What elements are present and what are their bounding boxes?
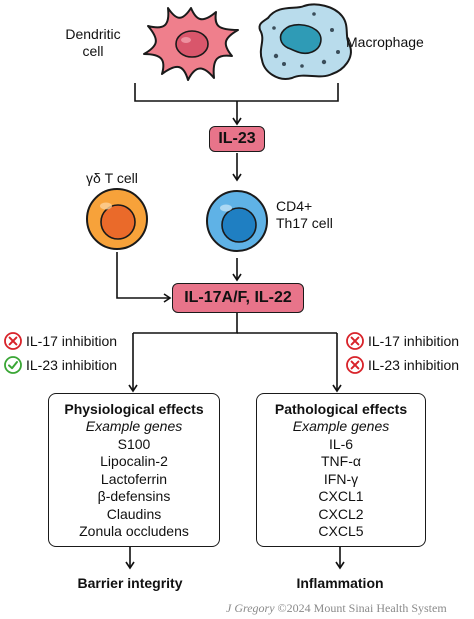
- gene-item: β-defensins: [97, 488, 171, 504]
- gene-item: IFN-γ: [323, 470, 359, 487]
- left-status-il17-text: IL-17 inhibition: [26, 333, 118, 349]
- red-x-icon: [346, 332, 364, 350]
- physiological-subtitle: Example genes: [85, 418, 183, 434]
- right-status-il17: IL-17 inhibition: [346, 331, 459, 351]
- gamma-delta-t-cell-icon: [86, 188, 148, 250]
- branch-split: [133, 313, 238, 334]
- gene-item: CXCL2: [318, 505, 364, 522]
- left-status-il17: IL-17 inhibition: [4, 331, 117, 351]
- gamma-delta-t-cell-label: γδ T cell: [86, 170, 138, 186]
- gene-item: CXCL1: [318, 488, 364, 504]
- physiological-effects-box: Physiological effects Example genes S100…: [48, 393, 220, 547]
- green-check-icon: [4, 356, 22, 374]
- dendritic-cell-icon: [143, 7, 239, 81]
- arrow-gdt-to-il17: [116, 252, 172, 303]
- pathological-title: Pathological effects: [274, 401, 408, 417]
- red-x-icon: [4, 332, 22, 350]
- left-status-il23-text: IL-23 inhibition: [26, 357, 118, 373]
- top-bracket: [134, 83, 339, 102]
- credit-author: J Gregory: [226, 601, 275, 615]
- right-status-il17-text: IL-17 inhibition: [368, 333, 460, 349]
- gene-item: Zonula occludens: [79, 523, 189, 539]
- dendritic-cell-label: Dendritic cell: [65, 26, 121, 59]
- inflammation-outcome: Inflammation: [296, 575, 384, 591]
- pathological-subtitle: Example genes: [292, 418, 390, 434]
- gene-item: Lactoferrin: [100, 470, 168, 487]
- gene-item: CXCL5: [318, 523, 364, 539]
- il23-box: IL-23: [209, 126, 265, 152]
- gene-item: Claudins: [106, 505, 162, 522]
- macrophage-label: Macrophage: [346, 34, 424, 50]
- right-status-il23-text: IL-23 inhibition: [368, 357, 460, 373]
- physiological-title: Physiological effects: [64, 401, 204, 417]
- gene-item: TNF-α: [321, 453, 361, 469]
- gene-item: Lipocalin-2: [100, 453, 168, 469]
- gene-item: S100: [117, 435, 151, 452]
- red-x-icon: [346, 356, 364, 374]
- barrier-integrity-outcome: Barrier integrity: [77, 575, 183, 591]
- credit-rest: ©2024 Mount Sinai Health System: [274, 601, 447, 615]
- macrophage-icon: [258, 3, 352, 80]
- il17-il22-box: IL-17A/F, IL-22: [172, 283, 304, 313]
- gene-item: IL-6: [328, 435, 354, 452]
- th17-cell-label: CD4+ Th17 cell: [276, 198, 333, 231]
- right-status-il23: IL-23 inhibition: [346, 355, 459, 375]
- left-status-il23: IL-23 inhibition: [4, 355, 117, 375]
- credit-line: J Gregory ©2024 Mount Sinai Health Syste…: [226, 601, 447, 616]
- th17-cell-icon: [206, 190, 268, 252]
- pathological-effects-box: Pathological effects Example genes IL-6 …: [256, 393, 426, 547]
